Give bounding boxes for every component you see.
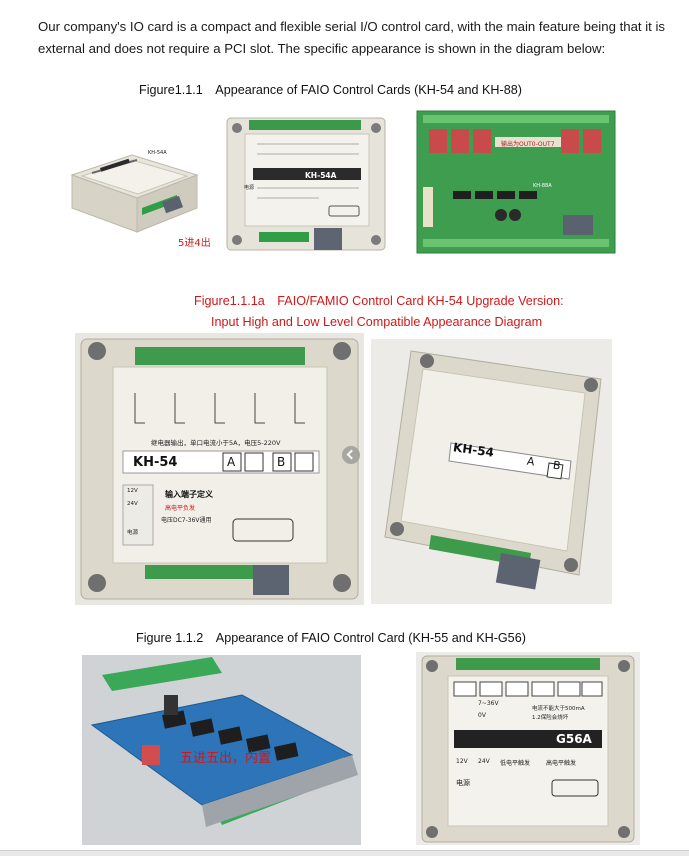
- kh-55-note-label: 五进五出，内置: [180, 751, 272, 766]
- kh-g56-low-label: 低电平触发: [500, 760, 531, 767]
- scroll-down-icon[interactable]: [342, 446, 360, 464]
- kh-54-high-level-label: 高电平负发: [165, 505, 196, 512]
- kh-54-12v-label: 12V: [127, 488, 138, 494]
- photo-kh-g56-front: G56A 7~36V 0V 电流不能大于500mA 1.2保险会烧坏 12V 2…: [416, 652, 640, 845]
- kh-54-power-label: 电源: [127, 530, 139, 536]
- kh-g56-12v-label: 12V: [456, 758, 468, 765]
- kh-g56-model-label: G56A: [556, 732, 592, 746]
- kh-g56-power-label: 电源: [456, 779, 470, 787]
- intro-paragraph: Our company's IO card is a compact and f…: [38, 19, 666, 56]
- kh-g56-front-image: [416, 652, 640, 845]
- photo-kh-54-upgrade-angle: KH-54 A B: [371, 339, 612, 604]
- kh-g56-24v-label: 24V: [478, 758, 490, 765]
- kh-88-model-label: KH-88A: [533, 183, 552, 189]
- kh-54-small-model-label: KH-54A: [148, 150, 167, 156]
- photo-kh-54a-front: KH-54A: [219, 114, 394, 258]
- kh-54-model-label: KH-54: [133, 455, 178, 470]
- figure-1-1-1a-caption-line1: Figure1.1.1a FAIO/FAMIO Control Card KH-…: [194, 294, 564, 308]
- kh-54a-front-image: [219, 114, 394, 258]
- kh-55-board-image: [82, 655, 361, 845]
- kh-54-slot-b-label: B: [277, 455, 286, 469]
- kh-88-board-image: [413, 107, 619, 257]
- kh-54-angle-slot-a: A: [526, 454, 536, 469]
- photo-kh-55-board: 五进五出，内置: [82, 655, 361, 845]
- kh-g56-high-label: 高电平触发: [546, 760, 577, 767]
- kh-54-relay-note: 继电器输出，单口电流小于5A，电压5-220V: [151, 439, 281, 447]
- photo-kh-88-board: 输出为OUT0-OUT7 KH-88A: [413, 107, 619, 257]
- figure-1-1-2-caption: Figure 1.1.2 Appearance of FAIO Control …: [136, 631, 526, 645]
- kh-g56-0v-label: 0V: [478, 712, 486, 719]
- kh-54a-power-label: 电源: [244, 185, 255, 191]
- kh-54-slot-a-label: A: [227, 455, 236, 469]
- kh-54-small-image: [62, 140, 210, 248]
- kh-88-banner-label: 输出为OUT0-OUT7: [501, 141, 555, 148]
- photo-kh-54-small: [62, 140, 210, 248]
- kh-54-note-label: 5进4出: [178, 238, 211, 249]
- figure-1-1-1-caption: Figure1.1.1 Appearance of FAIO Control C…: [139, 83, 522, 97]
- kh-54-input-def-label: 输入端子定义: [165, 490, 213, 499]
- photo-kh-54-upgrade-front: 继电器输出，单口电流小于5A，电压5-220V KH-54 A B 输入端子定义…: [75, 333, 364, 605]
- kh-54-voltage-label: 电压DC7-36V通用: [161, 517, 212, 524]
- kh-g56-fuse-label: 1.2保险会烧坏: [532, 715, 569, 721]
- kh-g56-36v-label: 7~36V: [478, 700, 499, 707]
- figure-1-1-1a-caption-line2: Input High and Low Level Compatible Appe…: [211, 315, 543, 329]
- kh-54-upgrade-front-image: [75, 333, 364, 605]
- kh-g56-current-label: 电流不能大于500mA: [532, 706, 585, 712]
- kh-54-24v-label: 24V: [127, 501, 138, 507]
- bottom-scroll-bar[interactable]: [0, 850, 689, 856]
- kh-54a-model-label: KH-54A: [305, 171, 337, 180]
- kh-54-upgrade-angle-image: [371, 339, 612, 604]
